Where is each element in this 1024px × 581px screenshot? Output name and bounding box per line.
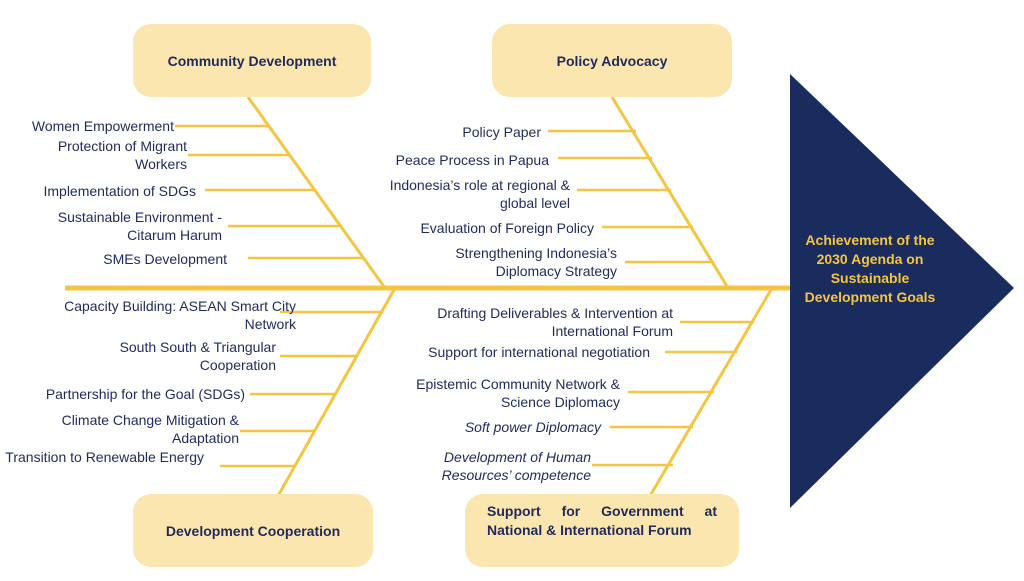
cause-item: Evaluation of Foreign Policy xyxy=(420,220,594,236)
cause-item: Capacity Building: ASEAN Smart City Netw… xyxy=(64,298,296,332)
cause-item: Climate Change Mitigation & Adaptation xyxy=(61,412,239,446)
cause-item: Soft power Diplomacy xyxy=(464,419,601,435)
cause-item: Development of Human Resources’ competen… xyxy=(441,449,591,483)
cause-item: Women Empowerment xyxy=(31,118,174,134)
bone-community-development xyxy=(246,96,387,289)
cause-item: Partnership for the Goal (SDGs) xyxy=(45,386,245,402)
category-community-development: Community Development xyxy=(133,24,371,97)
cause-item: Drafting Deliverables & Intervention at … xyxy=(437,305,673,339)
cause-item: Implementation of SDGs xyxy=(43,183,196,199)
cause-item: South South & Triangular Cooperation xyxy=(119,339,276,373)
bone-development-cooperation xyxy=(276,287,397,497)
category-government-support: Support for Government at National & Int… xyxy=(465,494,739,567)
cause-item: Policy Paper xyxy=(462,124,541,140)
cause-item: Indonesia’s role at regional & global le… xyxy=(389,177,570,211)
cause-item: Peace Process in Papua xyxy=(395,152,549,168)
bone-policy-advocacy xyxy=(610,96,730,289)
cause-item: Transition to Renewable Energy xyxy=(5,449,204,465)
fish-head xyxy=(790,74,1014,508)
category-policy-advocacy: Policy Advocacy xyxy=(492,24,732,97)
cause-item: Epistemic Community Network & Science Di… xyxy=(416,376,620,410)
cause-item: Protection of Migrant Workers xyxy=(57,138,187,172)
cause-item: SMEs Development xyxy=(103,251,227,267)
category-development-cooperation: Development Cooperation xyxy=(133,494,373,567)
cause-item: Sustainable Environment - Citarum Harum xyxy=(57,209,222,243)
cause-item: Support for international negotiation xyxy=(428,344,650,360)
cause-item: Strengthening Indonesia’s Diplomacy Stra… xyxy=(455,245,617,279)
goal-label: Achievement of the 2030 Agenda on Sustai… xyxy=(804,232,936,305)
